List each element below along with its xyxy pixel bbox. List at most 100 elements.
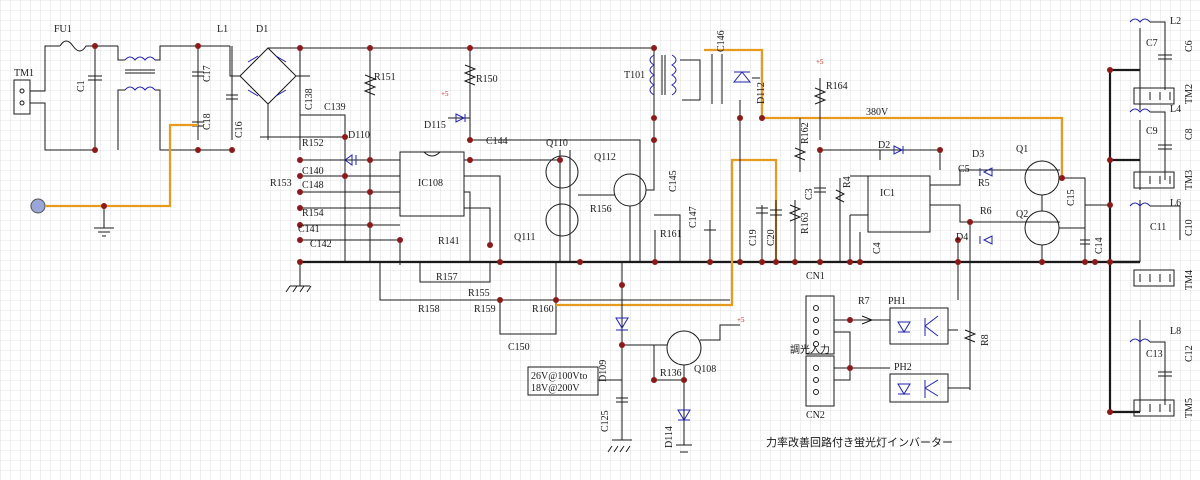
label-r5: R5 <box>978 178 990 189</box>
label-r152: R152 <box>302 138 324 149</box>
label-ic1: IC1 <box>880 188 895 199</box>
label-c15: C15 <box>1066 189 1077 206</box>
label-r160: R160 <box>532 304 554 315</box>
label-r150: R150 <box>476 74 498 85</box>
label-l4: L4 <box>1170 104 1181 115</box>
label-r162: R162 <box>800 122 811 144</box>
label-tm5: TM5 <box>1184 398 1195 418</box>
label-cn1: CN1 <box>806 271 825 282</box>
label-d112: D112 <box>756 82 767 104</box>
label-r8: R8 <box>980 334 991 346</box>
label-c125: C125 <box>600 410 611 432</box>
label-c16: C16 <box>234 121 245 138</box>
label-c8: C8 <box>1184 128 1195 140</box>
label-c145: C145 <box>668 170 679 192</box>
label-l6: L6 <box>1170 198 1181 209</box>
label-l8: L8 <box>1170 326 1181 337</box>
label-c138: C138 <box>304 88 315 110</box>
label-ph2: PH2 <box>894 362 912 373</box>
component-labels: TM1 FU1 C1 L1 D1 C17 C18 C16 C138 C139 R… <box>14 16 1195 448</box>
label-c6: C6 <box>1184 40 1195 52</box>
label-tm2: TM2 <box>1184 84 1195 104</box>
label-d115: D115 <box>424 120 446 131</box>
label-d4: D4 <box>956 232 968 243</box>
supply-marker: +5 <box>441 90 449 98</box>
inverter-controller <box>814 145 1110 390</box>
label-c139: C139 <box>324 102 346 113</box>
label-r155: R155 <box>468 288 490 299</box>
label-r151: R151 <box>374 72 396 83</box>
rail-label: 380V <box>866 107 889 118</box>
note-line-2: 18V@200V <box>531 383 580 394</box>
label-r7: R7 <box>858 296 870 307</box>
label-dim-input: 調光入力 <box>790 343 830 356</box>
label-q2: Q2 <box>1016 209 1028 220</box>
label-c4: C4 <box>872 242 883 254</box>
label-c144: C144 <box>486 136 508 147</box>
aux-supply <box>527 262 740 453</box>
label-c11: C11 <box>1150 222 1166 233</box>
label-r156: R156 <box>590 204 612 215</box>
label-d3: D3 <box>972 149 984 160</box>
label-c5: C5 <box>958 164 970 175</box>
label-q112: Q112 <box>594 152 616 163</box>
label-r136: R136 <box>660 368 682 379</box>
label-d110: D110 <box>348 130 370 141</box>
label-fu1: FU1 <box>54 24 72 35</box>
label-r154: R154 <box>302 208 324 219</box>
label-q110: Q110 <box>546 138 568 149</box>
label-c9: C9 <box>1146 126 1158 137</box>
diagram-title: 力率改善回路付き蛍光灯インバーター <box>766 435 953 449</box>
label-r163: R163 <box>800 212 811 234</box>
label-ph1: PH1 <box>888 296 906 307</box>
label-d2: D2 <box>878 140 890 151</box>
label-d109: D109 <box>598 360 609 382</box>
label-r4: R4 <box>842 176 853 188</box>
label-c141: C141 <box>298 224 320 235</box>
label-c13: C13 <box>1146 349 1163 360</box>
label-tm1: TM1 <box>14 68 34 79</box>
label-ic108: IC108 <box>418 178 443 189</box>
label-r159: R159 <box>474 304 496 315</box>
label-c12: C12 <box>1184 345 1195 362</box>
label-c19: C19 <box>748 229 759 246</box>
label-c146: C146 <box>716 30 727 52</box>
supply-marker: +5 <box>816 58 824 66</box>
label-l1: L1 <box>217 24 228 35</box>
label-c7: C7 <box>1146 38 1158 49</box>
label-c147: C147 <box>688 206 699 228</box>
lamp-outputs <box>1129 18 1181 417</box>
label-r161: R161 <box>660 229 682 240</box>
label-l2: L2 <box>1170 16 1181 27</box>
label-c18: C18 <box>202 113 213 130</box>
label-c1: C1 <box>76 80 87 92</box>
label-d1: D1 <box>256 24 268 35</box>
label-t101: T101 <box>624 70 645 81</box>
label-q1: Q1 <box>1016 144 1028 155</box>
label-c10: C10 <box>1184 219 1195 236</box>
label-r157: R157 <box>436 272 458 283</box>
label-r153: R153 <box>270 178 292 189</box>
label-r141: R141 <box>438 236 460 247</box>
label-c150: C150 <box>508 342 530 353</box>
label-c142: C142 <box>310 239 332 250</box>
label-r164: R164 <box>826 81 848 92</box>
label-c20: C20 <box>766 229 777 246</box>
dimmer-input <box>805 295 970 407</box>
supply-marker: +5 <box>737 316 745 324</box>
junction-dots <box>92 43 1113 415</box>
label-c14: C14 <box>1094 237 1105 254</box>
label-q108: Q108 <box>694 364 716 375</box>
label-tm4: TM4 <box>1184 270 1195 290</box>
label-cn2: CN2 <box>806 410 825 421</box>
label-c148: C148 <box>302 180 324 191</box>
label-r6: R6 <box>980 206 992 217</box>
label-c17: C17 <box>202 65 213 82</box>
label-tm3: TM3 <box>1184 170 1195 190</box>
label-c3: C3 <box>804 188 815 200</box>
note-line-1: 26V@100Vto <box>531 371 587 382</box>
label-d114: D114 <box>664 426 675 448</box>
ground-bus <box>285 68 1140 414</box>
